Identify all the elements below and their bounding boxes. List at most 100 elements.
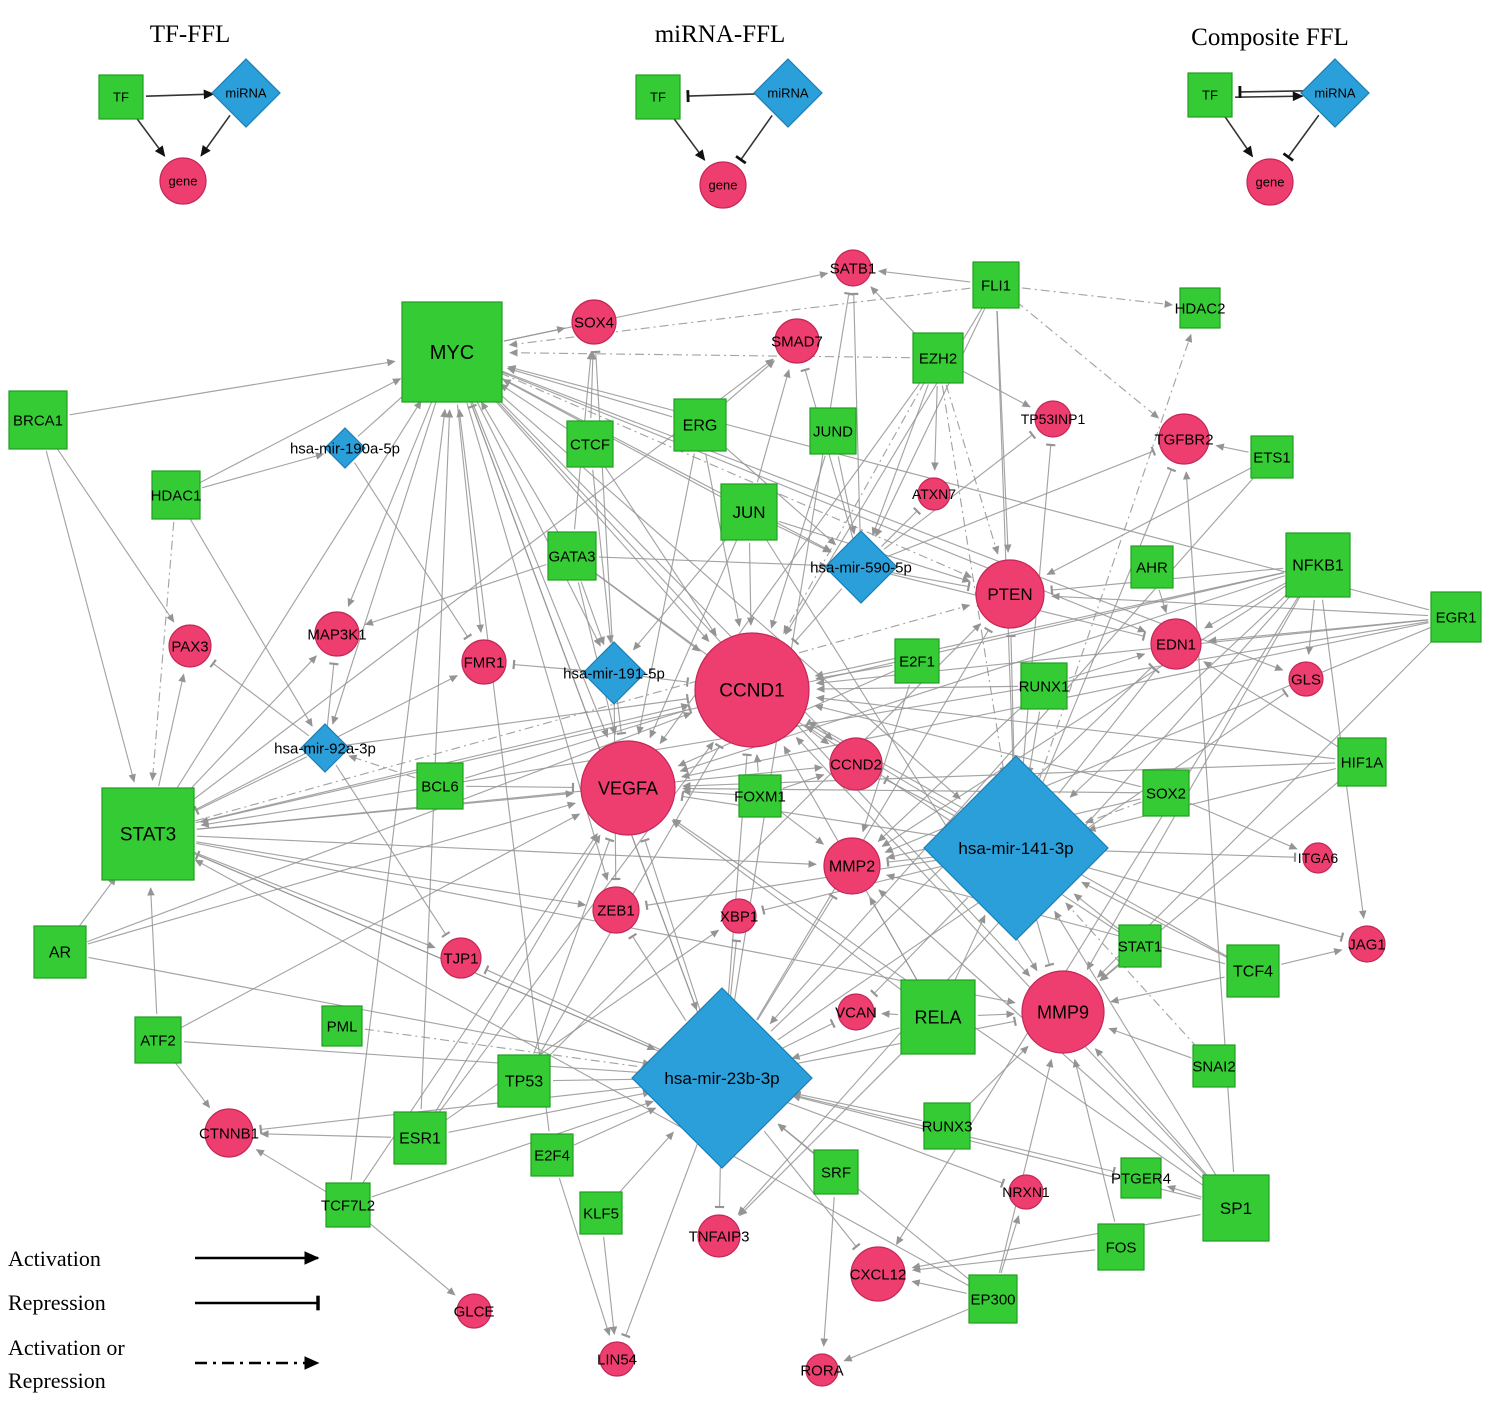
node-VCAN[interactable] xyxy=(837,993,875,1031)
node-E2F1[interactable] xyxy=(894,638,940,684)
node-JUN[interactable] xyxy=(720,483,778,541)
node-GATA3[interactable] xyxy=(547,531,597,581)
node-FOXM1[interactable] xyxy=(738,774,782,818)
motif-gene-node xyxy=(159,157,207,205)
node-ETS1[interactable] xyxy=(1250,435,1294,479)
edge-EP300-hsa-mir-23b-3p xyxy=(777,1123,973,1283)
node-CXCL12[interactable] xyxy=(850,1246,906,1302)
edge-E2F4-MYC xyxy=(456,408,550,1132)
node-label-SOX2: SOX2 xyxy=(1146,785,1186,802)
node-hsa-mir-92a-3p[interactable] xyxy=(300,723,350,773)
node-TCF4[interactable] xyxy=(1226,944,1280,998)
node-ATF2[interactable] xyxy=(134,1016,182,1064)
node-BCL6[interactable] xyxy=(416,762,464,810)
node-ATXN7[interactable] xyxy=(917,477,951,511)
node-XBP1[interactable] xyxy=(721,898,757,934)
node-STAT3[interactable] xyxy=(101,787,195,881)
node-LIN54[interactable] xyxy=(599,1341,635,1377)
node-RUNX3[interactable] xyxy=(923,1102,971,1150)
node-ZEB1[interactable] xyxy=(592,886,640,934)
node-ITGA6[interactable] xyxy=(1302,842,1334,874)
edge-hsa-mir-590-5p-ATXN7 xyxy=(881,506,922,547)
node-hsa-mir-191-5p[interactable] xyxy=(582,641,646,705)
node-ESR1[interactable] xyxy=(393,1111,447,1165)
node-HIF1A[interactable] xyxy=(1337,737,1387,787)
node-hsa-mir-590-5p[interactable] xyxy=(824,530,898,604)
node-ERG[interactable] xyxy=(673,398,727,452)
node-TGFBR2[interactable] xyxy=(1158,413,1210,465)
node-CCND1[interactable] xyxy=(694,632,810,748)
node-NFKB1[interactable] xyxy=(1285,532,1351,598)
node-SOX4[interactable] xyxy=(571,299,617,345)
node-SRF[interactable] xyxy=(813,1149,859,1195)
node-BRCA1[interactable] xyxy=(8,390,68,450)
node-RELA[interactable] xyxy=(900,979,976,1055)
edge-EGR1-EDN1 xyxy=(1208,619,1429,644)
edge-ERG-MYC xyxy=(506,366,673,418)
edge-hsa-mir-23b-3p-LIN54 xyxy=(621,1141,699,1339)
node-FOS[interactable] xyxy=(1097,1223,1145,1271)
edge-AR-hsa-mir-23b-3p xyxy=(88,956,652,1067)
node-NRXN1[interactable] xyxy=(1008,1174,1044,1210)
node-EZH2[interactable] xyxy=(912,332,964,384)
legend-label-e: Activation or xyxy=(8,1335,125,1360)
node-TNFAIP3[interactable] xyxy=(697,1214,741,1258)
node-CTCF[interactable] xyxy=(566,420,614,468)
node-MMP2[interactable] xyxy=(823,837,881,895)
node-label-SRF: SRF xyxy=(821,1164,851,1181)
node-SOX2[interactable] xyxy=(1142,769,1190,817)
node-AHR[interactable] xyxy=(1130,545,1174,589)
node-label-FOXM1: FOXM1 xyxy=(734,788,786,805)
edge-hsa-mir-141-3p-MMP9 xyxy=(1034,914,1055,968)
legend-label-a: Activation xyxy=(8,1246,101,1271)
node-KLF5[interactable] xyxy=(579,1191,623,1235)
node-TP53[interactable] xyxy=(497,1054,551,1108)
node-STAT1[interactable] xyxy=(1118,924,1162,968)
node-JUND[interactable] xyxy=(809,407,857,455)
node-CCND2[interactable] xyxy=(829,737,883,791)
edge-hsa-mir-92a-3p-STAT3 xyxy=(193,756,308,815)
node-EGR1[interactable] xyxy=(1430,591,1482,643)
edge-MYC-hsa-mir-590-5p xyxy=(498,376,832,552)
node-hsa-mir-23b-3p[interactable] xyxy=(631,987,813,1169)
edge-RELA-MMP9 xyxy=(977,1010,1015,1019)
node-RORA[interactable] xyxy=(805,1353,839,1387)
edge-JUN-CCND1 xyxy=(747,542,755,626)
edge-RUNX1-MMP2 xyxy=(877,703,1026,842)
node-SMAD7[interactable] xyxy=(774,318,820,364)
node-TJP1[interactable] xyxy=(440,937,482,979)
node-EDN1[interactable] xyxy=(1150,618,1202,670)
node-GLS[interactable] xyxy=(1288,661,1324,697)
edge-MYC-hsa-mir-191-5p xyxy=(475,399,601,647)
node-PAX3[interactable] xyxy=(168,624,212,668)
node-CTNNB1[interactable] xyxy=(204,1108,254,1158)
node-PML[interactable] xyxy=(321,1005,363,1047)
node-MAP3K1[interactable] xyxy=(314,611,360,657)
edge-AR-CCND1 xyxy=(86,712,692,943)
node-PTGER4[interactable] xyxy=(1120,1157,1162,1199)
node-HDAC2[interactable] xyxy=(1179,287,1221,329)
node-VEGFA[interactable] xyxy=(580,740,676,836)
node-SP1[interactable] xyxy=(1202,1174,1270,1242)
node-TP53INP1[interactable] xyxy=(1034,400,1072,438)
node-GLCE[interactable] xyxy=(456,1293,492,1329)
node-MYC[interactable] xyxy=(401,301,503,403)
node-FLI1[interactable] xyxy=(972,261,1020,309)
node-HDAC1[interactable] xyxy=(151,470,201,520)
node-JAG1[interactable] xyxy=(1348,925,1386,963)
node-SATB1[interactable] xyxy=(834,249,872,287)
node-RUNX1[interactable] xyxy=(1020,662,1068,710)
node-PTEN[interactable] xyxy=(975,559,1045,629)
node-E2F4[interactable] xyxy=(530,1133,574,1177)
node-hsa-mir-141-3p[interactable] xyxy=(923,755,1109,941)
edge-E2F4-LIN54 xyxy=(558,1177,611,1336)
motif-gene-node xyxy=(699,161,747,209)
node-MMP9[interactable] xyxy=(1021,970,1105,1054)
node-SNAI2[interactable] xyxy=(1192,1044,1236,1088)
node-label-BCL6: BCL6 xyxy=(421,778,459,795)
node-FMR1[interactable] xyxy=(461,639,507,685)
node-TCF7L2[interactable] xyxy=(325,1182,371,1228)
node-hsa-mir-190a-5p[interactable] xyxy=(324,427,366,469)
node-EP300[interactable] xyxy=(968,1274,1018,1324)
node-AR[interactable] xyxy=(33,925,87,979)
